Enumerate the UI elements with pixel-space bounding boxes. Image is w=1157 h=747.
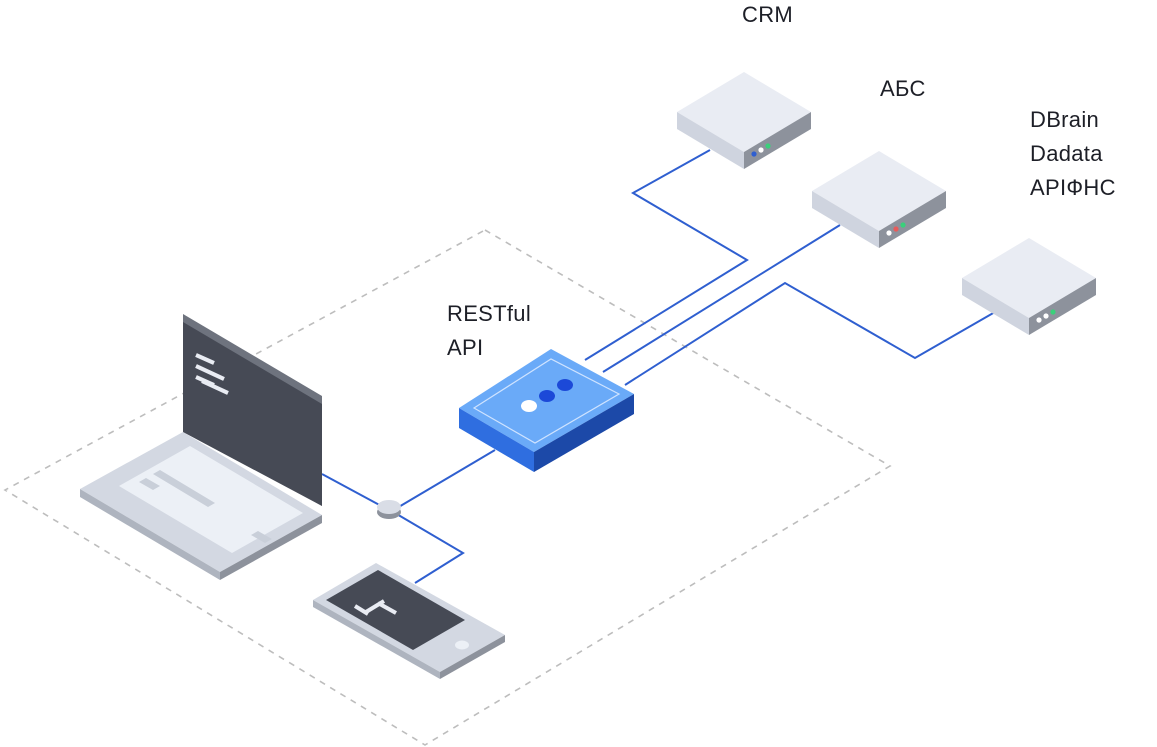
gateway-inner-border (472, 358, 621, 444)
label-service-apifns: APIФНС (1030, 175, 1116, 200)
label-abs: АБС (880, 76, 926, 101)
link-gateway-services (624, 281, 996, 386)
link-laptop-hub (321, 473, 386, 509)
label-service-dbrain: DBrain (1030, 107, 1100, 132)
link-gateway-crm (584, 149, 749, 361)
server-right-face (744, 112, 811, 169)
phone-icon (313, 563, 505, 679)
laptop-keys-row (153, 470, 215, 507)
gateway-dot-blue (539, 390, 555, 402)
status-led-white (758, 147, 764, 153)
server-right-face (1029, 278, 1096, 335)
label-restful: RESTful (447, 301, 532, 326)
gateway-right-face (534, 394, 634, 472)
server-left-face (677, 112, 744, 169)
server-abs (812, 151, 946, 248)
laptop-keyboard (119, 446, 303, 553)
status-led-white (886, 230, 892, 236)
label-api: API (447, 335, 484, 360)
server-crm (677, 72, 811, 169)
label-crm: CRM (742, 2, 794, 27)
hub-icon (377, 500, 401, 519)
laptop-screen (183, 322, 322, 506)
link-hub-gateway (396, 449, 496, 509)
laptop-icon (80, 314, 322, 580)
status-led-blue (751, 151, 757, 157)
gateway-dot-blue (557, 379, 573, 391)
gateway-left-face (459, 408, 534, 472)
api-gateway-icon (459, 349, 634, 472)
laptop-keys-row (139, 478, 160, 490)
server-services (962, 238, 1096, 335)
status-led-green (765, 143, 771, 149)
laptop-touchpad (251, 531, 272, 543)
gateway-dot-white (521, 400, 537, 412)
server-left-face (812, 191, 879, 248)
client-zone-boundary (3, 229, 892, 746)
connections (321, 149, 996, 584)
phone-home-button (455, 640, 469, 650)
status-led-white (1036, 317, 1042, 323)
phone-body-front (313, 600, 440, 679)
link-hub-phone (394, 512, 465, 584)
server-right-face (879, 191, 946, 248)
laptop-screen-logo-icon (195, 353, 229, 395)
link-gateway-abs (602, 224, 841, 373)
phone-screen-logo-icon (353, 599, 397, 616)
status-led-red (893, 226, 899, 232)
phone-screen (326, 570, 465, 650)
label-service-dadata: Dadata (1030, 141, 1103, 166)
server-left-face (962, 278, 1029, 335)
label-services: DBrain Dadata APIФНС (1030, 103, 1116, 205)
hub-top (377, 500, 401, 514)
laptop-base-front (80, 489, 220, 580)
status-led-green (900, 222, 906, 228)
phone-body-side (440, 635, 505, 679)
laptop-base-side (220, 515, 322, 580)
status-led-green (1050, 309, 1056, 315)
label-restful-api: RESTful API (447, 297, 531, 365)
status-led-white (1043, 313, 1049, 319)
